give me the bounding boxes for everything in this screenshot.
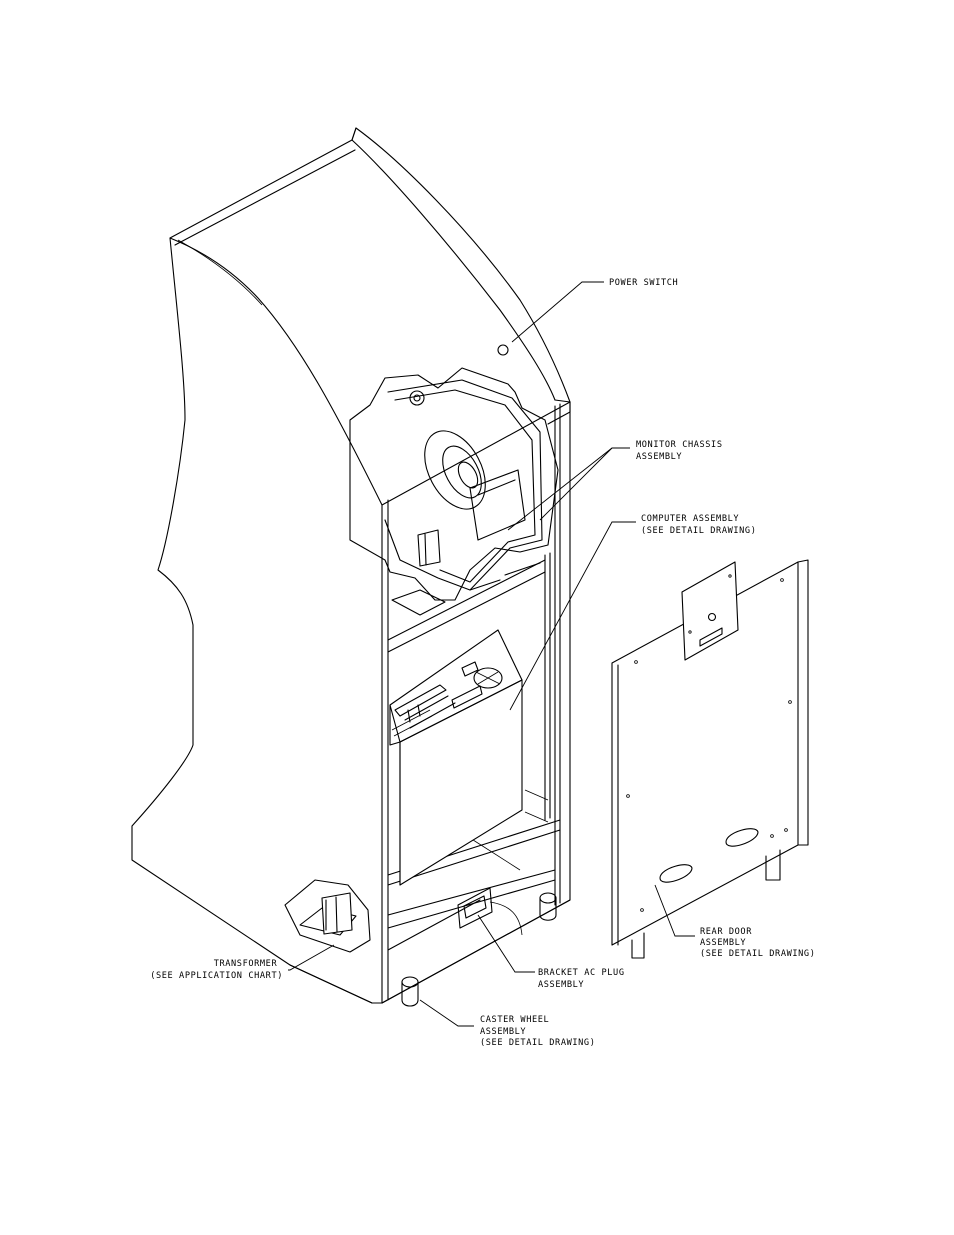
label-computer-assembly: COMPUTER ASSEMBLY (SEE DETAIL DRAWING) xyxy=(641,514,756,536)
label-bracket-ac-plug: BRACKET AC PLUG ASSEMBLY xyxy=(538,968,630,990)
label-caster-wheel: CASTER WHEEL ASSEMBLY (SEE DETAIL DRAWIN… xyxy=(480,1015,595,1048)
label-transformer: TRANSFORMER (SEE APPLICATION CHART) xyxy=(150,959,283,981)
cabinet-body xyxy=(131,127,571,1004)
label-monitor-chassis: MONITOR CHASSIS ASSEMBLY xyxy=(636,440,728,462)
rear-door xyxy=(611,559,809,959)
label-rear-door: REAR DOOR ASSEMBLY (SEE DETAIL DRAWING) xyxy=(700,927,815,959)
power-switch xyxy=(497,344,509,356)
monitor-chassis xyxy=(349,367,559,616)
caster-wheels xyxy=(401,892,557,1007)
leader-lines xyxy=(288,281,695,1027)
transformer xyxy=(284,879,371,953)
label-power-switch: POWER SWITCH xyxy=(609,278,678,288)
callout-labels: POWER SWITCH MONITOR CHASSIS ASSEMBLY CO… xyxy=(150,278,815,1048)
computer-assembly xyxy=(389,629,523,886)
bracket-ac-plug xyxy=(457,887,523,936)
